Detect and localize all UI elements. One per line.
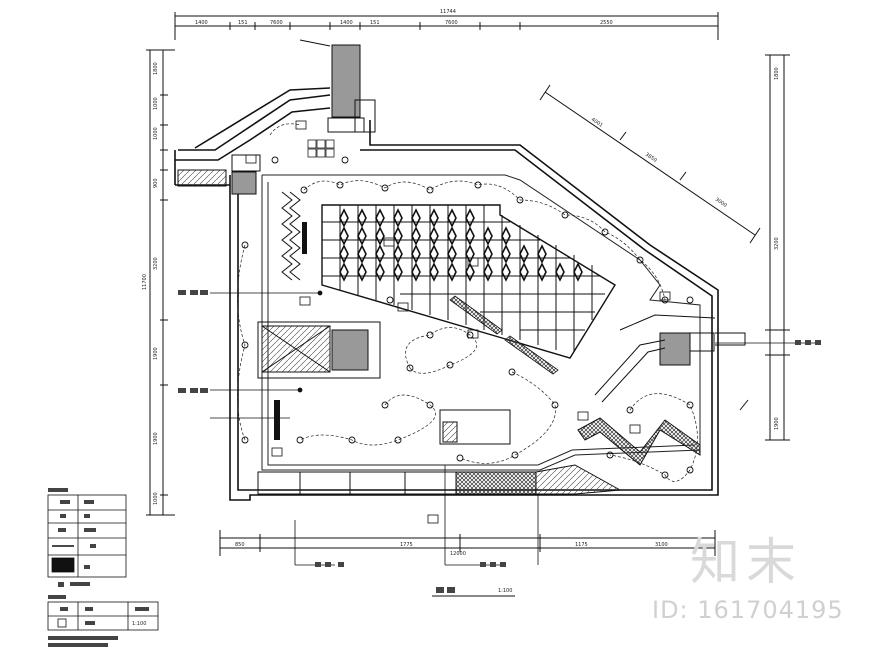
leader-lines [210, 290, 820, 566]
legend-table [47, 494, 127, 578]
svg-text:3200: 3200 [153, 257, 159, 270]
bottom-dimension-line [219, 530, 716, 556]
cabinet-room [257, 321, 381, 379]
watermark-id: ID: 161704195 [652, 596, 844, 624]
svg-text:1800: 1800 [153, 62, 159, 75]
svg-text:850: 850 [235, 542, 245, 548]
tag-boxes [245, 120, 671, 524]
leader-label-marks [178, 290, 821, 567]
svg-text:900: 900 [153, 178, 159, 188]
right-room [577, 314, 746, 466]
svg-text:1000: 1000 [153, 97, 159, 110]
diamond-motifs [339, 208, 583, 282]
light-circuits [237, 123, 698, 482]
svg-text:1000: 1000 [153, 492, 159, 505]
svg-text:1800: 1800 [774, 67, 780, 80]
grid-block [307, 139, 335, 158]
svg-text:3200: 3200 [774, 237, 780, 250]
legend-marks [48, 488, 96, 587]
svg-text:1:100: 1:100 [498, 588, 512, 594]
display-unit [439, 409, 511, 445]
drawing-title-marks: 1:100 [432, 587, 515, 597]
svg-text:1400: 1400 [340, 20, 353, 26]
svg-text:12000: 12000 [450, 551, 466, 557]
dimension-text: 1400 151 7600 1400 151 7600 2550 11744 8… [195, 9, 668, 557]
svg-text:3850: 3850 [644, 152, 658, 164]
svg-text:11744: 11744 [440, 9, 456, 15]
wall-panel [302, 222, 307, 254]
svg-text:3000: 3000 [714, 197, 728, 209]
right-dimension-line [739, 54, 790, 441]
watermark-logo: 知末 [690, 533, 802, 591]
lower-table [47, 601, 159, 631]
svg-text:1175: 1175 [575, 542, 588, 548]
zigzag-column [281, 191, 301, 281]
wall-panel-2 [274, 400, 280, 440]
svg-text:2550: 2550 [600, 20, 613, 26]
lower-table-marks [48, 595, 149, 647]
svg-text:7600: 7600 [270, 20, 283, 26]
column-top [331, 44, 361, 118]
svg-text:1900: 1900 [774, 417, 780, 430]
display-bars [449, 295, 559, 375]
svg-text:11700: 11700 [142, 274, 148, 290]
left-dimension-line [146, 49, 175, 516]
dim-text: 1400 [195, 20, 208, 26]
svg-text:151: 151 [370, 20, 380, 26]
svg-text:1000: 1000 [153, 127, 159, 140]
svg-text:7600: 7600 [445, 20, 458, 26]
svg-text:1900: 1900 [153, 432, 159, 445]
diagonal-dimension-line [539, 84, 761, 244]
entry-block [177, 169, 227, 187]
light-fixtures [241, 156, 694, 479]
lower-table-scale: 1:100 [132, 621, 146, 627]
svg-text:1775: 1775 [400, 542, 413, 548]
bottom-counter [257, 464, 622, 495]
svg-text:151: 151 [238, 20, 248, 26]
svg-text:1900: 1900 [153, 347, 159, 360]
outer-walls [174, 87, 719, 501]
svg-text:3100: 3100 [655, 542, 668, 548]
top-dimension-line [174, 12, 719, 47]
